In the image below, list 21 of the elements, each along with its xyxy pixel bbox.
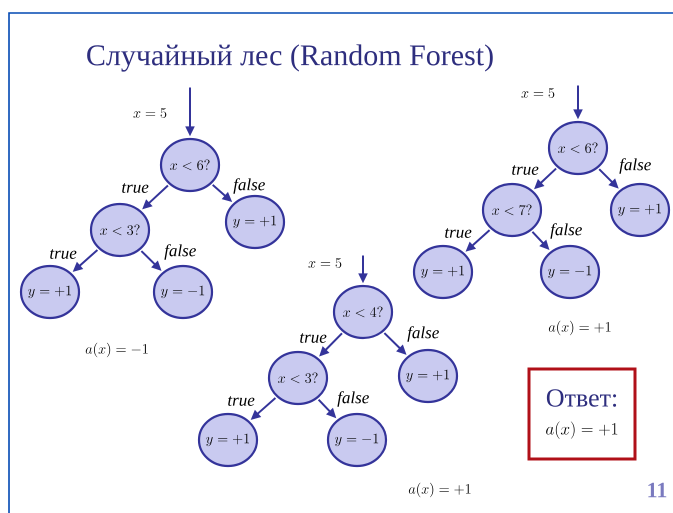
answer-box: Ответ: $a(x) = +1$ <box>528 367 636 460</box>
result-label: $a(x) = +1$ <box>408 482 470 498</box>
edge-label: true <box>300 333 326 343</box>
edge-label: false <box>164 244 196 260</box>
result-label: $a(x) = +1$ <box>548 320 610 336</box>
edge-label: true <box>122 183 148 193</box>
edge-label: false <box>619 158 651 174</box>
input-label: $x = 5$ <box>308 258 342 268</box>
result-label: $a(x) = -1$ <box>86 342 148 358</box>
input-label: $x = 5$ <box>521 88 554 98</box>
input-label: $x = 5$ <box>133 108 166 118</box>
slide-title: Случайный лес (Random Forest) <box>87 44 493 72</box>
edge-label: true <box>512 165 538 175</box>
edge-label: false <box>550 223 582 239</box>
edge-label: false <box>407 326 439 342</box>
edge-label: true <box>228 396 254 406</box>
edge-label: true <box>50 249 76 259</box>
edge-label: true <box>445 228 472 238</box>
edge-label: false <box>337 391 369 407</box>
edge-label: false <box>233 178 265 194</box>
page-number: 11 <box>648 482 666 498</box>
